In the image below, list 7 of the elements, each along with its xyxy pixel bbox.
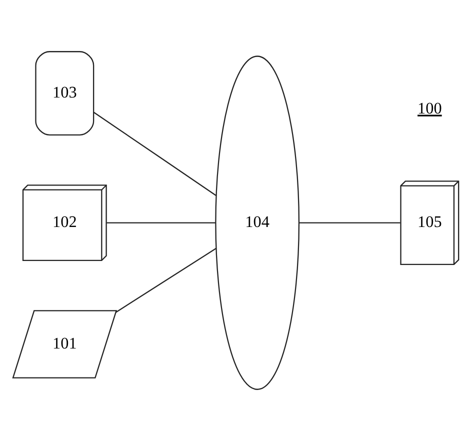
label: 100 <box>418 99 442 118</box>
node-ellipse: 104 <box>215 55 300 390</box>
connector <box>106 222 216 223</box>
connector <box>116 247 216 312</box>
connector <box>94 111 216 196</box>
connector <box>299 222 400 223</box>
node-box: 103 <box>35 50 94 135</box>
